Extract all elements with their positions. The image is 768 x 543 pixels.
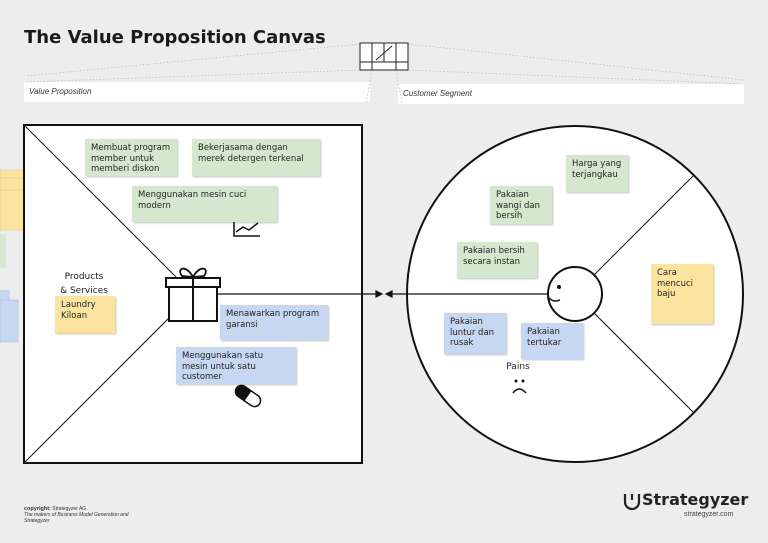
gain-note[interactable]: Harga yang terjangkau [566, 155, 628, 192]
growth-chart-icon [233, 222, 260, 237]
gain-creator-note[interactable]: Bekerjasama dengan merek detergen terken… [192, 139, 320, 176]
copyright-label: copyright: [24, 506, 51, 512]
frown-icon [512, 379, 527, 394]
gain-creator-note[interactable]: Membuat program member untuk memberi dis… [85, 139, 177, 176]
products-services-label: Products & Services [60, 272, 108, 296]
value-proposition-band[interactable]: Value Proposition [24, 82, 370, 102]
fit-arrows [190, 290, 555, 298]
gain-note[interactable]: Pakaian wangi dan bersih [490, 186, 552, 224]
pain-reliever-note[interactable]: Menggunakan satu mesin untuk satu custom… [176, 347, 296, 384]
value-map-square [23, 124, 363, 464]
customer-face-icon [547, 266, 603, 322]
page-title: The Value Proposition Canvas [24, 27, 326, 48]
gain-note[interactable]: Pakaian bersih secara instan [457, 242, 537, 278]
pain-note[interactable]: Pakaian luntur dan rusak [444, 313, 506, 354]
customer-job-note[interactable]: Cara mencuci baju [651, 264, 713, 324]
side-sticky-stack [0, 169, 29, 343]
brand-url[interactable]: strategyzer.com [684, 511, 734, 518]
copyright-tagline: The makers of Business Model Generation … [24, 512, 129, 524]
pain-reliever-note[interactable]: Menawarkan program garansi [220, 305, 328, 340]
gift-icon [165, 267, 221, 322]
product-note[interactable]: Laundry Kiloan [55, 296, 115, 333]
pain-note[interactable]: Pakaian tertukar [521, 323, 583, 359]
strategyzer-logo-icon [623, 494, 641, 511]
gain-creator-note[interactable]: Menggunakan mesin cuci modern [132, 186, 277, 222]
canvas-icon [359, 42, 409, 71]
copyright-block: copyright: Strategyzer AG The makers of … [24, 506, 134, 524]
pains-label: Pains [506, 362, 530, 372]
pill-icon [234, 384, 262, 408]
copyright-owner: Strategyzer AG [52, 506, 87, 512]
brand-name[interactable]: Strategyzer [642, 490, 749, 509]
customer-segment-band[interactable]: Customer Segment [398, 84, 744, 104]
connector-lines [25, 43, 745, 105]
